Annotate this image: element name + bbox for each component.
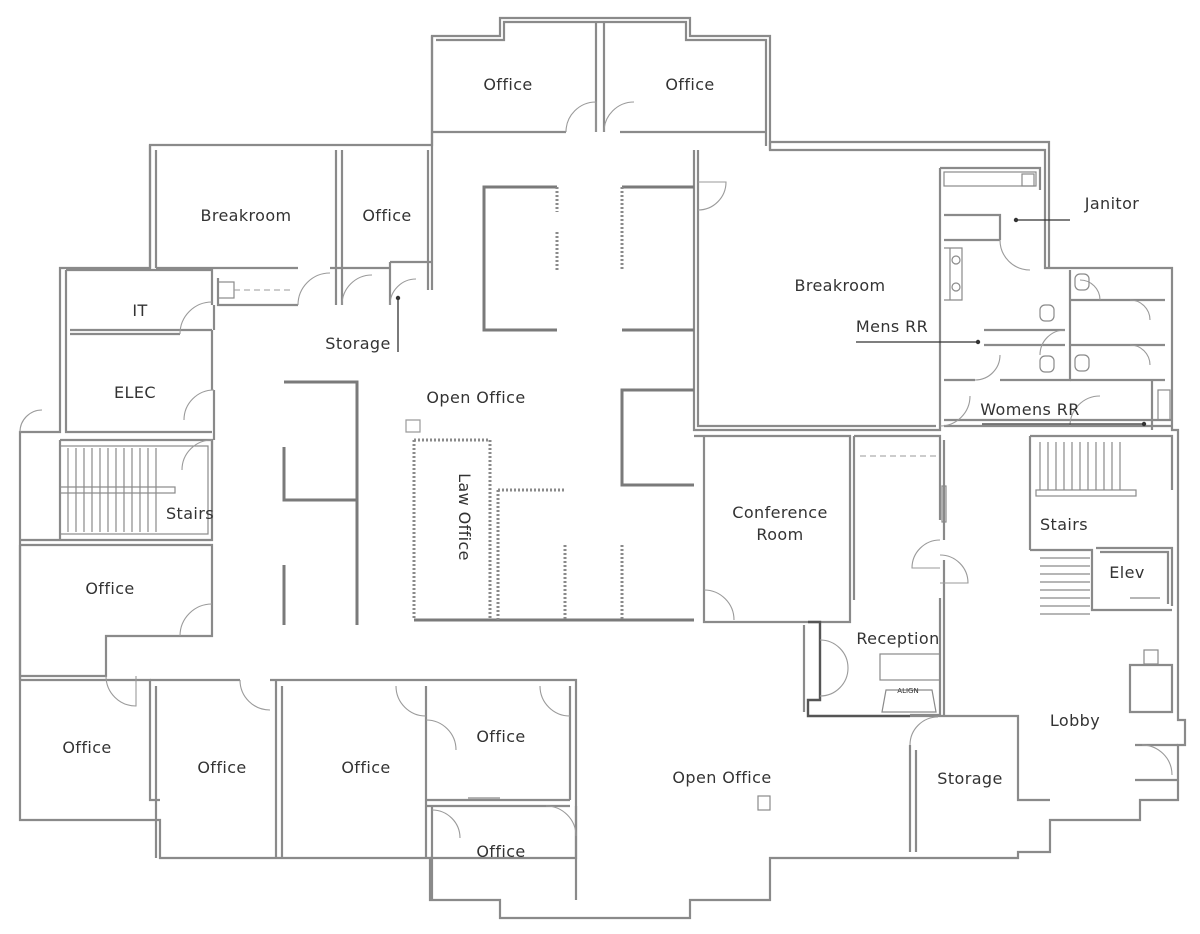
mens-rr-label: Mens RR bbox=[856, 317, 928, 336]
open-office-upper-label: Open Office bbox=[426, 388, 525, 407]
womens-rr-label: Womens RR bbox=[980, 400, 1080, 419]
stairs-left bbox=[59, 445, 209, 535]
conference-room-label-line2: Room bbox=[756, 525, 803, 544]
open-office-lower-label: Open Office bbox=[672, 768, 771, 787]
storage-upper-label: Storage bbox=[325, 334, 390, 353]
office-south-upper-label: Office bbox=[476, 727, 525, 746]
it-label: IT bbox=[132, 301, 147, 320]
interior-walls bbox=[18, 150, 1178, 900]
breakroom-right-label: Breakroom bbox=[794, 276, 885, 295]
stairs-left-label: Stairs bbox=[166, 504, 214, 523]
janitor-label: Janitor bbox=[1084, 194, 1140, 213]
office-sw-1-label: Office bbox=[62, 738, 111, 757]
office-top-left-label: Office bbox=[483, 75, 532, 94]
lobby-label: Lobby bbox=[1050, 711, 1100, 730]
conference-room-label-line1: Conference bbox=[732, 503, 827, 522]
stairs-right-label: Stairs bbox=[1040, 515, 1088, 534]
fixtures bbox=[217, 171, 1171, 811]
office-south-lower-label: Office bbox=[476, 842, 525, 861]
cubicle-partitions bbox=[282, 185, 694, 625]
office-upper-label: Office bbox=[362, 206, 411, 225]
office-sw-3-label: Office bbox=[341, 758, 390, 777]
exterior-walls bbox=[18, 16, 1187, 920]
stairs-right bbox=[1035, 442, 1137, 615]
reception-label: Reception bbox=[856, 629, 939, 648]
room-labels: Office Office Breakroom Office IT ELEC S… bbox=[62, 75, 1144, 861]
office-top-right-label: Office bbox=[665, 75, 714, 94]
door-swings bbox=[19, 101, 1173, 839]
leader-lines bbox=[395, 217, 1147, 427]
office-west-label: Office bbox=[85, 579, 134, 598]
office-sw-2-label: Office bbox=[197, 758, 246, 777]
storage-lower-label: Storage bbox=[937, 769, 1002, 788]
align-label: ALIGN bbox=[897, 687, 918, 695]
breakroom-left-label: Breakroom bbox=[200, 206, 291, 225]
law-office-label: Law Office bbox=[455, 473, 474, 561]
elec-label: ELEC bbox=[114, 383, 156, 402]
elev-label: Elev bbox=[1109, 563, 1144, 582]
